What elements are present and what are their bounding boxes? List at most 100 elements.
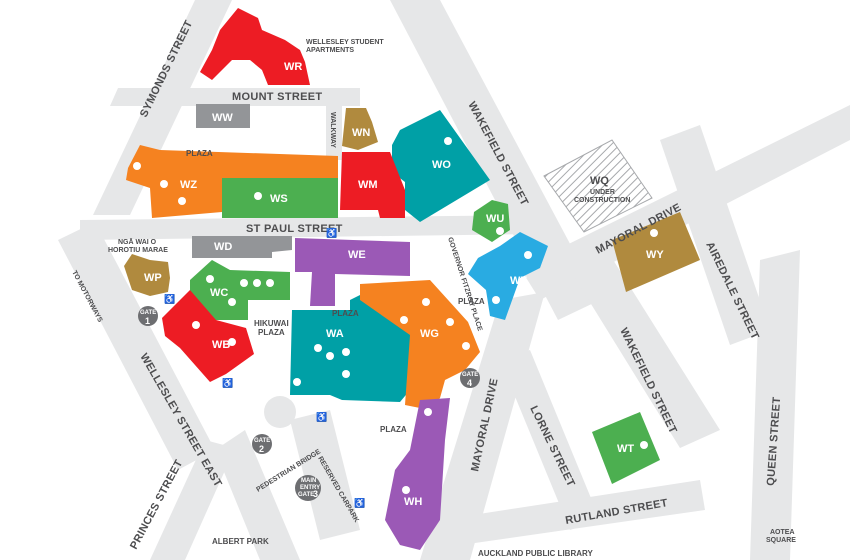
building-wb[interactable]: WB (162, 290, 254, 382)
lecture-icon (254, 192, 262, 200)
gate-4-number: 4 (467, 378, 472, 388)
mount-street-road (110, 88, 360, 106)
st-paul-street-road (80, 215, 540, 240)
gate-3-number: 3 (313, 489, 318, 499)
gate-3-main-label: MAIN (301, 478, 316, 484)
building-wm[interactable]: WM (340, 152, 405, 218)
building-wf-label: WF (510, 275, 527, 287)
hikuwai-plaza-label-2: PLAZA (258, 328, 285, 337)
building-wq-label: WQ (590, 175, 609, 187)
gate-1-marker (138, 306, 158, 326)
café-icon (400, 316, 408, 324)
gate-3-main-entry[interactable]: MAIN ENTRY GATE 3 (295, 475, 321, 501)
building-wo[interactable]: WO (392, 110, 490, 222)
building-wr[interactable]: WR (200, 8, 310, 85)
building-we-label: WE (348, 249, 366, 261)
building-wn[interactable]: WN (342, 108, 378, 150)
building-wn-shape (342, 108, 378, 150)
building-wy[interactable]: WY (612, 212, 700, 292)
rutland-street-road (440, 480, 705, 548)
gate-4-label: GATE (462, 372, 478, 378)
wellesley-lower-road (215, 430, 300, 560)
building-wq-status-1: UNDER (590, 189, 615, 196)
building-we-shape (295, 238, 410, 306)
lecture-icon (462, 342, 470, 350)
princes-street-road (150, 440, 235, 560)
heart-icon (206, 275, 214, 283)
wheelchair-icon (192, 321, 200, 329)
albert-park-road (290, 410, 360, 540)
café-icon (314, 344, 322, 352)
building-wd[interactable]: WD (192, 236, 292, 258)
building-wg[interactable]: WG (360, 280, 480, 410)
café-icon (266, 279, 274, 287)
building-wh-shape (385, 398, 450, 550)
plaza-label-center: PLAZA (332, 309, 359, 318)
heart-icon (228, 338, 236, 346)
building-wq-status-2: CONSTRUCTION (574, 197, 630, 204)
marae-label-2: HOROTIU MARAE (108, 247, 168, 254)
building-wo-shape (392, 110, 490, 222)
info-icon (424, 408, 432, 416)
building-ws-shape (222, 178, 338, 218)
info-icon (492, 296, 500, 304)
gate-2-number: 2 (259, 444, 264, 454)
gate-3-gate-label: GATE (298, 492, 314, 498)
building-wq-under-construction[interactable]: WQ UNDER CONSTRUCTION (543, 139, 653, 233)
buildings: WR WW WN WO WM WZ WS WU (124, 8, 700, 550)
gate-4-marker (460, 368, 480, 388)
building-wq-shape (543, 139, 653, 233)
building-ws[interactable]: WS (222, 178, 338, 218)
wheelchair-icon: ♿ (222, 377, 233, 388)
lecture-icon (342, 348, 350, 356)
building-wt[interactable]: WT (592, 412, 660, 484)
place-labels: WELLESLEY STUDENT APARTMENTS NGĀ WAI O H… (108, 39, 796, 558)
wellesley-street-road (58, 222, 215, 470)
building-wp-label: WP (144, 272, 162, 284)
wakefield-south-road (570, 255, 720, 448)
building-wa[interactable]: WA (290, 290, 410, 402)
gate-1[interactable]: GATE 1 (138, 306, 158, 326)
gate-2[interactable]: GATE 2 (252, 434, 272, 454)
st-paul-street-label: ST PAUL STREET (246, 223, 343, 235)
building-wd-shape (192, 236, 292, 258)
building-wc[interactable]: WC (190, 260, 290, 320)
symonds-street-road (93, 0, 232, 215)
building-ww-label: WW (212, 112, 233, 124)
building-wu[interactable]: WU (472, 200, 510, 242)
building-wa-shape (290, 290, 410, 402)
heart-icon (650, 229, 658, 237)
gate-3-marker (295, 475, 321, 501)
gates: GATE 1 GATE 2 MAIN ENTRY GATE 3 GATE 4 (138, 306, 480, 501)
marae-label-1: NGĀ WAI O (118, 238, 157, 246)
building-we[interactable]: WE (295, 238, 410, 306)
gate-2-marker (252, 434, 272, 454)
building-ww-shape (196, 104, 250, 128)
toilet-icon (178, 197, 186, 205)
building-wt-label: WT (617, 443, 634, 455)
building-wb-label: WB (212, 339, 230, 351)
wakefield-north-road (390, 0, 600, 320)
accessibility-markers: ♿ ♿ ♿ ♿ ♿ (164, 227, 365, 508)
building-wy-shape (612, 212, 700, 292)
building-wt-shape (592, 412, 660, 484)
building-ww[interactable]: WW (196, 104, 250, 128)
building-wh-label: WH (404, 496, 422, 508)
hikuwai-plaza-label-1: HIKUWAI (254, 319, 289, 328)
library-label: AUCKLAND PUBLIC LIBRARY (478, 549, 593, 558)
walkway-label: WALKWAY (329, 112, 336, 148)
building-wp[interactable]: WP (124, 254, 170, 296)
student-apartments-label-2: APARTMENTS (306, 47, 354, 54)
building-wh[interactable]: WH (385, 398, 450, 550)
mount-street-label: MOUNT STREET (232, 91, 322, 103)
gate-4[interactable]: GATE 4 (460, 368, 480, 388)
plaza-label-right: PLAZA (458, 297, 485, 306)
heart-icon (496, 227, 504, 235)
café-icon (326, 352, 334, 360)
building-icons (133, 137, 658, 494)
building-wz-label: WZ (180, 179, 197, 191)
building-wc-shape (190, 260, 290, 320)
café-icon (240, 279, 248, 287)
